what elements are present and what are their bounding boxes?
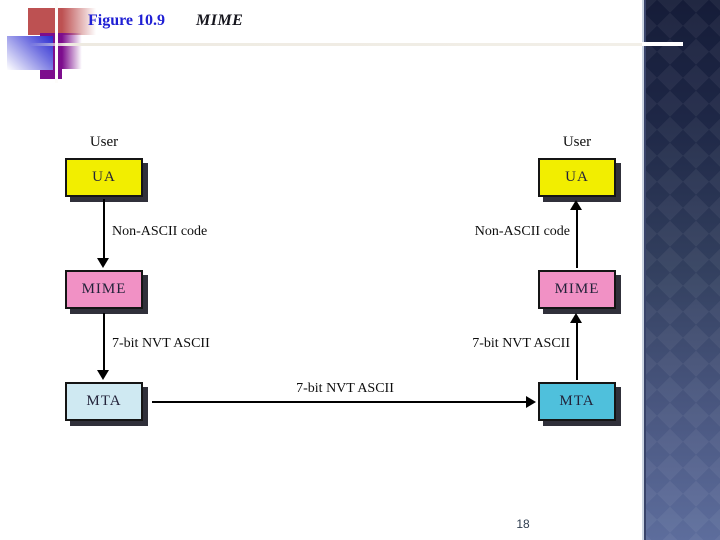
right-sidebar (642, 0, 720, 540)
arrow-line-mta-to-mta (152, 401, 526, 403)
arrowhead-up-icon (570, 200, 582, 210)
mta-box-right: MTA (538, 382, 616, 421)
arrow-line-ua-to-mime-left (103, 199, 105, 258)
mime-box-left: MIME (65, 270, 143, 309)
arrow-label-non-ascii-right: Non-ASCII code (474, 224, 570, 239)
logo-vertical-line (55, 0, 58, 83)
arrow-line-mime-to-ua-right (576, 210, 578, 268)
arrowhead-down-icon (97, 370, 109, 380)
sidebar-accent-line (642, 42, 683, 46)
arrowhead-down-icon (97, 258, 109, 268)
arrow-label-nvt-ascii-middle: 7-bit NVT ASCII (296, 381, 394, 396)
figure-label: Figure 10.9 (88, 12, 166, 29)
page-number: 18 (516, 517, 530, 531)
logo-blue-square (7, 36, 53, 70)
arrowhead-right-icon (526, 396, 536, 408)
arrow-label-nvt-ascii-right: 7-bit NVT ASCII (472, 336, 570, 351)
arrow-label-nvt-ascii-left: 7-bit NVT ASCII (112, 336, 210, 351)
mta-box-left: MTA (65, 382, 143, 421)
ua-box-left: UA (65, 158, 143, 197)
logo-red-gradient-trail (62, 8, 102, 35)
user-label-right: User (562, 134, 592, 150)
arrowhead-up-icon (570, 313, 582, 323)
figure-title: MIME (196, 12, 244, 29)
arrow-label-non-ascii-left: Non-ASCII code (112, 224, 208, 239)
ua-box-right: UA (538, 158, 616, 197)
horizontal-accent-line (30, 43, 642, 46)
user-label-left: User (89, 134, 119, 150)
logo-purple-gradient-trail (62, 33, 84, 69)
mime-box-right: MIME (538, 270, 616, 309)
arrow-line-mta-to-mime-right (576, 323, 578, 380)
arrow-line-mime-to-mta-left (103, 313, 105, 370)
